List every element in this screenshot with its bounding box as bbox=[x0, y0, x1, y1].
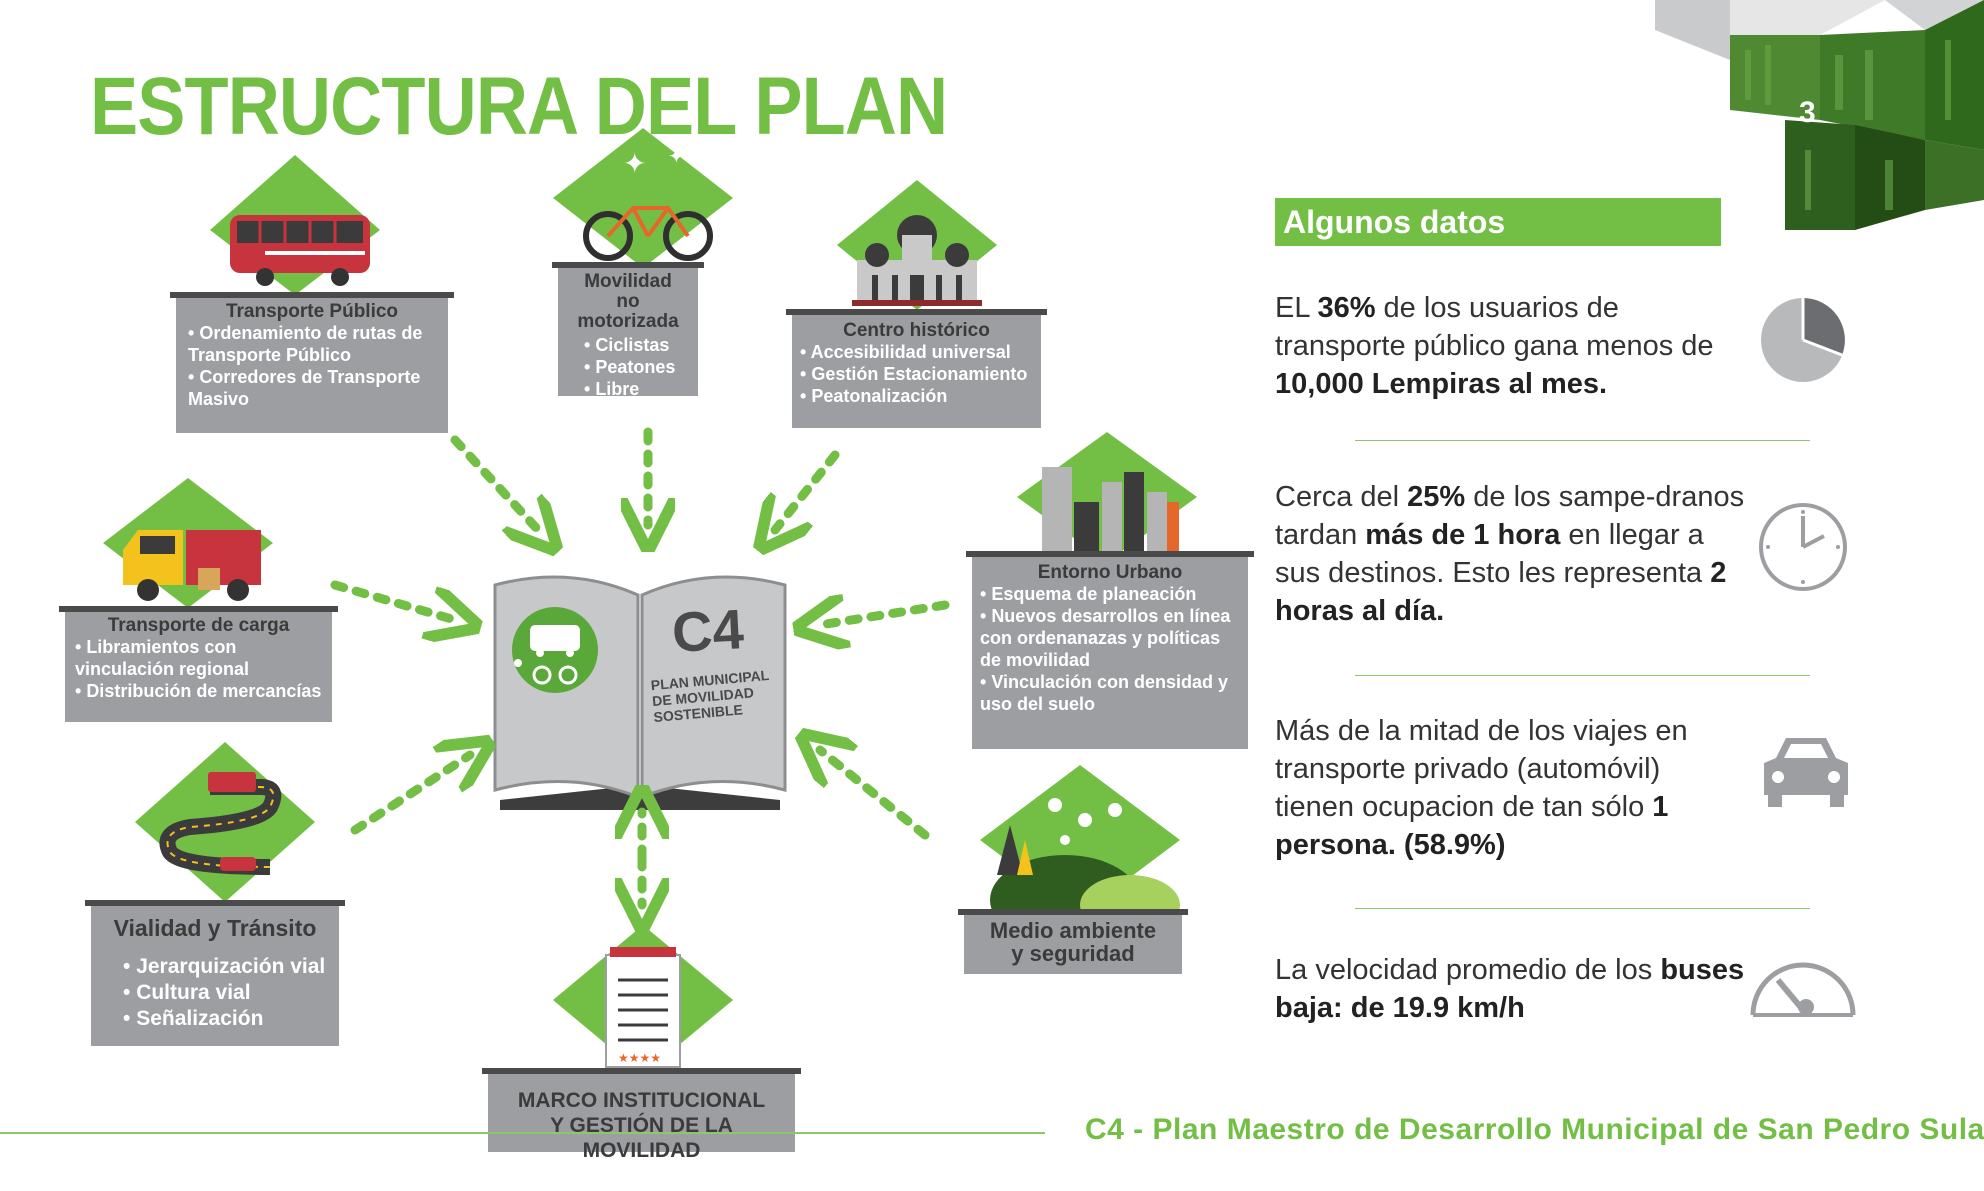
bicycle-icon: ✦✦ bbox=[553, 128, 733, 268]
category-transporte-publico: Transporte Público Ordenamiento de rutas… bbox=[170, 292, 454, 433]
list-item: Jerarquización vial bbox=[123, 954, 329, 980]
footer-divider bbox=[0, 1132, 1045, 1134]
category-vialidad-transito: Vialidad y Tránsito Jerarquización vial … bbox=[85, 900, 345, 1046]
list-item: Cultura vial bbox=[123, 980, 329, 1006]
nature-hills-icon bbox=[980, 765, 1180, 915]
list-item: Señalización bbox=[123, 1006, 329, 1032]
page-number: 3 bbox=[1799, 96, 1816, 129]
svg-text:✦: ✦ bbox=[623, 148, 646, 179]
list-item: Ordenamiento de rutas de Transporte Públ… bbox=[188, 322, 436, 366]
list-item: Peatonalización bbox=[800, 385, 1033, 407]
cathedral-icon bbox=[837, 180, 997, 310]
category-movilidad-no-motorizada: Movilidad no motorizada Ciclistas Peaton… bbox=[552, 262, 704, 421]
winding-road-icon bbox=[135, 742, 315, 902]
divider bbox=[1355, 440, 1810, 441]
list-item: Distribución de mercancías bbox=[75, 680, 322, 702]
list-item: Gestión Estacionamiento bbox=[800, 363, 1033, 385]
page-title: ESTRUCTURA DEL PLAN bbox=[90, 61, 948, 152]
plan-book-illustration bbox=[493, 575, 787, 810]
category-title: Centro histórico bbox=[843, 320, 990, 341]
list-item: Vinculación con densidad y uso del suelo bbox=[980, 671, 1240, 715]
fact-car-occupancy: Más de la mitad de los viajes en transpo… bbox=[1275, 715, 1688, 861]
fact-bus-speed: La velocidad promedio de los buses baja:… bbox=[1275, 954, 1745, 1024]
pie-chart-icon bbox=[1761, 298, 1845, 382]
cube-decoration bbox=[1655, 0, 1984, 230]
bus-icon bbox=[210, 155, 380, 295]
list-item: Peatones bbox=[584, 356, 690, 378]
category-medio-ambiente: Medio ambiente y seguridad bbox=[958, 909, 1188, 974]
speedometer-icon bbox=[1750, 962, 1856, 1017]
category-title: Vialidad y Tránsito bbox=[113, 915, 317, 941]
category-marco-institucional: MARCO INSTITUCIONAL Y GESTIÓN DE LA MOVI… bbox=[482, 1068, 801, 1162]
list-item: Esquema de planeación bbox=[980, 583, 1240, 605]
category-title: Transporte Público bbox=[225, 301, 399, 322]
city-buildings-icon bbox=[1017, 432, 1197, 562]
category-entorno-urbano: Entorno Urbano Esquema de planeación Nue… bbox=[966, 551, 1254, 749]
list-item: Libramientos con vinculación regional bbox=[75, 636, 322, 680]
list-item: Corredores de Transporte Masivo bbox=[188, 366, 436, 410]
car-icon bbox=[1764, 738, 1848, 807]
divider bbox=[1355, 908, 1810, 909]
category-centro-historico: Centro histórico Accesibilidad universal… bbox=[786, 309, 1047, 428]
fact-travel-time: Cerca del 25% de los sampe-dranos tardan… bbox=[1275, 481, 1745, 627]
category-transporte-carga: Transporte de carga Libramientos con vin… bbox=[59, 606, 338, 722]
fact-income: EL 36% de los usuarios de transporte púb… bbox=[1275, 292, 1714, 400]
list-item: Libre acceso bbox=[584, 378, 690, 422]
footer-text: C4 - Plan Maestro de Desarrollo Municipa… bbox=[1085, 1113, 1984, 1146]
list-item: Ciclistas bbox=[584, 334, 690, 356]
category-title: Transporte de carga bbox=[107, 615, 290, 636]
divider bbox=[1355, 675, 1810, 676]
clipboard-icon: ★★★★ bbox=[553, 925, 733, 1075]
category-title: Entorno Urbano bbox=[1037, 562, 1183, 583]
truck-icon bbox=[103, 478, 273, 608]
svg-text:✦: ✦ bbox=[668, 146, 685, 168]
list-item: Accesibilidad universal bbox=[800, 341, 1033, 363]
list-item: Nuevos desarrollos en línea con ordenana… bbox=[980, 605, 1240, 671]
svg-text:★★★★: ★★★★ bbox=[618, 1051, 661, 1065]
sidebar-heading: Algunos datos sobresalientes bbox=[1275, 198, 1721, 288]
clock-icon bbox=[1759, 503, 1847, 591]
